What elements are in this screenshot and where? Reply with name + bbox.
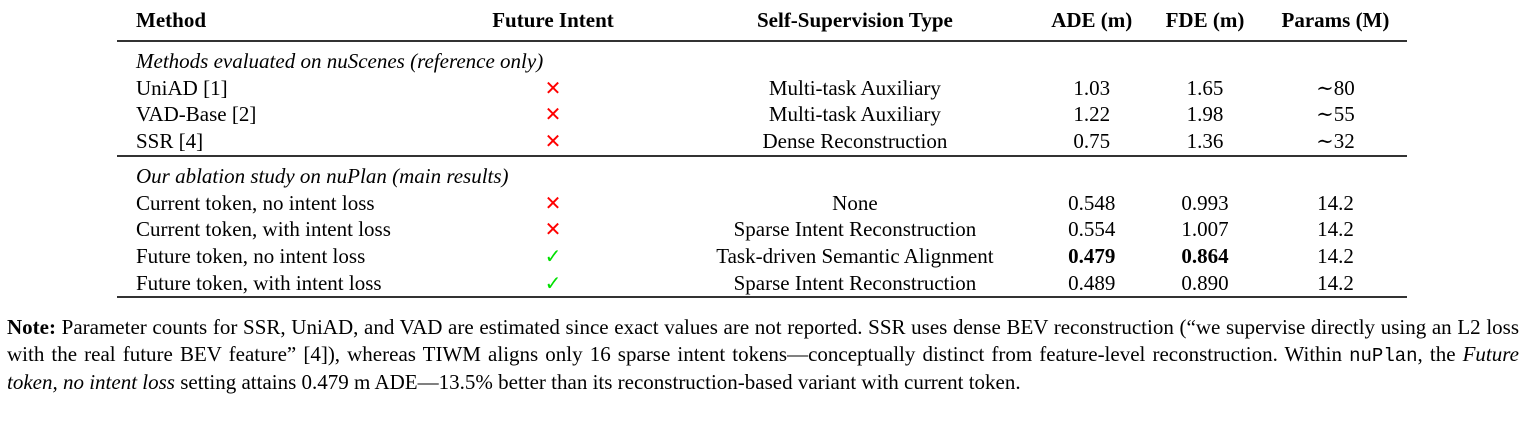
table-row: VAD-Base [2] ✕ Multi-task Auxiliary 1.22… xyxy=(117,101,1407,128)
cross-icon: ✕ xyxy=(544,129,562,154)
table-row: UniAD [1] ✕ Multi-task Auxiliary 1.03 1.… xyxy=(117,75,1407,102)
cell-supervision: Multi-task Auxiliary xyxy=(768,102,941,127)
group-title-row: Our ablation study on nuPlan (main resul… xyxy=(117,155,1407,190)
cell-params: ∼80 xyxy=(1316,75,1355,100)
group-title-nuplan: Our ablation study on nuPlan (main resul… xyxy=(136,163,509,188)
cell-params: 14.2 xyxy=(1317,217,1354,242)
header-ade: ADE (m) xyxy=(1051,8,1133,33)
cell-supervision: Task-driven Semantic Alignment xyxy=(716,243,994,268)
group-title-row: Methods evaluated on nuScenes (reference… xyxy=(117,41,1407,75)
cell-fde: 1.36 xyxy=(1186,129,1224,154)
results-table: Method Future Intent Self-Supervision Ty… xyxy=(117,0,1407,298)
cell-method: Future token, with intent loss xyxy=(136,270,382,295)
note-label: Note: xyxy=(7,315,56,339)
table-note: Note: Parameter counts for SSR, UniAD, a… xyxy=(7,314,1519,396)
cell-fde: 1.007 xyxy=(1181,217,1229,242)
cell-params: 14.2 xyxy=(1317,190,1354,215)
cell-params: 14.2 xyxy=(1317,270,1354,295)
cell-method: UniAD [1] xyxy=(136,75,228,100)
cell-params: 14.2 xyxy=(1317,243,1354,268)
cell-ade: 0.75 xyxy=(1073,129,1111,154)
note-code-nuplan: nuPlan xyxy=(1349,344,1418,367)
results-table-container: Method Future Intent Self-Supervision Ty… xyxy=(117,0,1407,298)
cross-icon: ✕ xyxy=(544,217,562,242)
cell-fde: 0.890 xyxy=(1181,270,1229,295)
header-method: Method xyxy=(136,8,206,33)
note-emphasis: Future token, no intent loss xyxy=(7,341,1519,395)
table-row: SSR [4] ✕ Dense Reconstruction 0.75 1.36… xyxy=(117,128,1407,156)
cell-fde: 1.98 xyxy=(1186,102,1224,127)
cell-method: VAD-Base [2] xyxy=(136,102,257,127)
cell-method: Current token, with intent loss xyxy=(136,217,391,242)
cell-fde: 0.993 xyxy=(1181,190,1229,215)
check-icon: ✓ xyxy=(544,243,562,268)
cell-ade: 0.554 xyxy=(1068,217,1116,242)
cross-icon: ✕ xyxy=(544,75,562,100)
check-icon: ✓ xyxy=(544,270,562,295)
cell-fde-best: 0.864 xyxy=(1181,243,1229,268)
cross-icon: ✕ xyxy=(544,190,562,215)
cell-ade-best: 0.479 xyxy=(1068,243,1116,268)
cell-ade: 0.489 xyxy=(1068,270,1116,295)
cell-ade: 0.548 xyxy=(1068,190,1116,215)
cell-ade: 1.22 xyxy=(1073,102,1111,127)
header-row: Method Future Intent Self-Supervision Ty… xyxy=(117,0,1407,41)
cell-method: Current token, no intent loss xyxy=(136,190,375,215)
header-future-intent: Future Intent xyxy=(492,8,614,33)
header-params: Params (M) xyxy=(1281,8,1390,33)
table-row: Future token, with intent loss ✓ Sparse … xyxy=(117,270,1407,298)
cell-supervision: Multi-task Auxiliary xyxy=(768,75,941,100)
cell-supervision: Sparse Intent Reconstruction xyxy=(733,217,977,242)
cell-params: ∼55 xyxy=(1316,102,1355,127)
table-row: Current token, with intent loss ✕ Sparse… xyxy=(117,216,1407,243)
cross-icon: ✕ xyxy=(544,102,562,127)
cell-supervision: Sparse Intent Reconstruction xyxy=(733,270,977,295)
note-text-2: , the xyxy=(1417,341,1463,366)
table-row-best: Future token, no intent loss ✓ Task-driv… xyxy=(117,243,1407,270)
note-text-1: Parameter counts for SSR, UniAD, and VAD… xyxy=(7,315,1519,366)
header-fde: FDE (m) xyxy=(1165,8,1245,33)
cell-method: Future token, no intent loss xyxy=(136,243,366,268)
note-text-3: setting attains 0.479 m ADE—13.5% better… xyxy=(174,370,1021,395)
cell-method: SSR [4] xyxy=(136,129,204,154)
cell-params: ∼32 xyxy=(1316,129,1355,154)
cell-supervision: None xyxy=(832,190,878,215)
cell-ade: 1.03 xyxy=(1073,75,1111,100)
cell-fde: 1.65 xyxy=(1186,75,1224,100)
group-title-nuscenes: Methods evaluated on nuScenes (reference… xyxy=(136,49,544,73)
header-self-supervision: Self-Supervision Type xyxy=(756,8,953,33)
cell-supervision: Dense Reconstruction xyxy=(762,129,948,154)
table-row: Current token, no intent loss ✕ None 0.5… xyxy=(117,190,1407,217)
